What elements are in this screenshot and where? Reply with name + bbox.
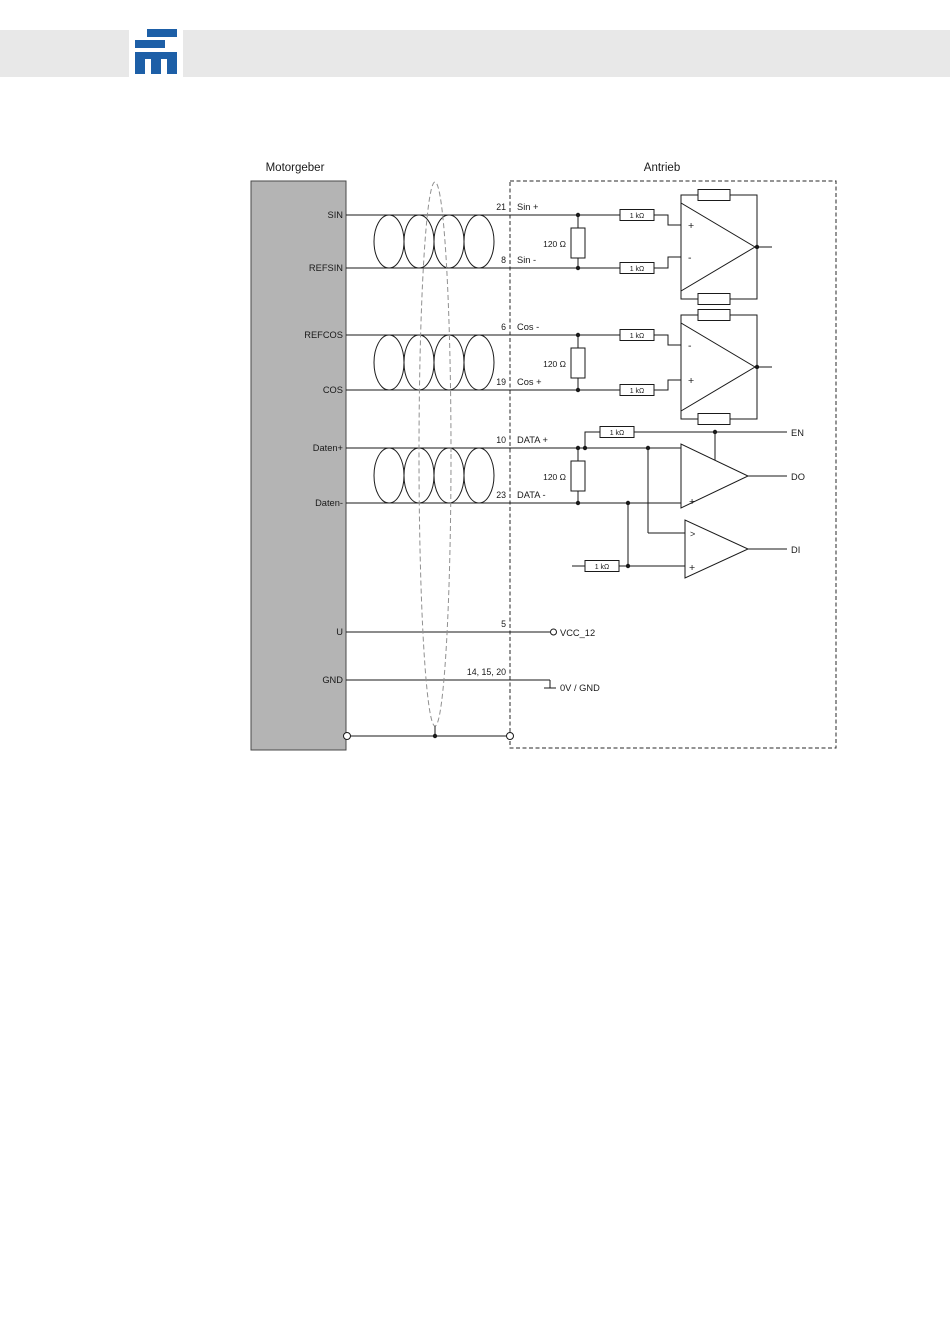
data-pair: 120 Ω 1 kΩ EN + DO 1 kΩ > + DI bbox=[313, 426, 805, 579]
bias-resistor-cos-plus bbox=[619, 384, 655, 396]
company-logo bbox=[135, 29, 177, 75]
data-out-label: DO bbox=[791, 472, 805, 482]
shield-terminal-left bbox=[343, 732, 351, 740]
cable-shield-ellipse bbox=[418, 181, 452, 727]
feedback-resistor bbox=[697, 189, 731, 201]
op-amp-sin-minus: - bbox=[688, 252, 692, 264]
pin-number-cos: 19 bbox=[496, 377, 506, 387]
bias-resistor-cos-minus bbox=[619, 329, 655, 341]
bias-resistor-sin-minus-label: 1 kΩ bbox=[630, 266, 645, 273]
op-amp-sin: + - bbox=[680, 189, 772, 305]
encoder-pin-supply: U bbox=[336, 627, 343, 637]
signal-label-sin: Sin + bbox=[517, 202, 538, 212]
op-amp-cos: - + bbox=[680, 309, 772, 425]
shield-terminal-right bbox=[506, 732, 514, 740]
junction-dots bbox=[432, 212, 760, 739]
bias-resistor-data-plus-label: 1 kΩ bbox=[610, 430, 625, 437]
drive-box bbox=[509, 180, 837, 749]
bias-resistor-data-plus bbox=[599, 426, 635, 438]
feedback-resistor bbox=[697, 413, 731, 425]
feedback-resistor bbox=[697, 309, 731, 321]
bias-resistor-data-minus-label: 1 kΩ bbox=[595, 564, 610, 571]
signal-label-refsin: Sin - bbox=[517, 255, 536, 265]
data-in-label: DI bbox=[791, 545, 800, 555]
bias-resistor-cos-minus-label: 1 kΩ bbox=[630, 333, 645, 340]
termination-resistor-sin bbox=[570, 227, 586, 259]
encoder-pin-data-plus: Daten+ bbox=[313, 443, 343, 453]
pin-number-data-plus: 10 bbox=[496, 435, 506, 445]
termination-resistor-data-label: 120 Ω bbox=[543, 472, 566, 482]
bias-resistor-data-minus bbox=[584, 560, 620, 572]
termination-resistor-cos-label: 120 Ω bbox=[543, 359, 566, 369]
enable-label: EN bbox=[791, 428, 804, 438]
line-driver-do: + bbox=[680, 443, 787, 509]
pin-number-ground: 14, 15, 20 bbox=[467, 667, 506, 677]
op-amp-cos-minus: - bbox=[688, 340, 692, 352]
signal-label-data-plus: DATA + bbox=[517, 435, 548, 445]
twisted-pair-data bbox=[373, 447, 495, 504]
pin-number-data-minus: 23 bbox=[496, 490, 506, 500]
vcc-label: VCC_12 bbox=[560, 628, 595, 638]
vcc-terminal-circle bbox=[550, 628, 557, 636]
supply-row: VCC_12 5 U bbox=[336, 619, 595, 638]
gnd-label: 0V / GND bbox=[560, 683, 600, 693]
signal-label-data-minus: DATA - bbox=[517, 490, 546, 500]
termination-resistor-cos bbox=[570, 347, 586, 379]
op-amp-sin-plus: + bbox=[688, 220, 694, 232]
feedback-resistor bbox=[697, 293, 731, 305]
twisted-pair-sin bbox=[373, 214, 495, 269]
termination-resistor-data bbox=[570, 460, 586, 492]
shield-row bbox=[343, 726, 514, 740]
receiver-plus: + bbox=[689, 562, 695, 574]
encoder-pin-cos: COS bbox=[323, 385, 343, 395]
encoder-box bbox=[250, 180, 347, 751]
op-amp-cos-plus: + bbox=[688, 375, 694, 387]
cos-pair: 120 Ω 1 kΩ 1 kΩ - + REFCOS 6 Cos - COS 1… bbox=[304, 309, 772, 425]
bias-resistor-cos-plus-label: 1 kΩ bbox=[630, 388, 645, 395]
encoder-pin-ground: GND bbox=[322, 675, 343, 685]
drive-title: Antrieb bbox=[644, 162, 680, 174]
encoder-pin-sin: SIN bbox=[328, 210, 344, 220]
encoder-pin-refcos: REFCOS bbox=[304, 330, 343, 340]
signal-label-cos: Cos + bbox=[517, 377, 542, 387]
signal-label-refcos: Cos - bbox=[517, 322, 539, 332]
sin-pair: 120 Ω 1 kΩ 1 kΩ + - SIN 21 Sin + REFSIN … bbox=[309, 189, 772, 305]
pin-number-sin: 21 bbox=[496, 202, 506, 212]
encoder-title: Motorgeber bbox=[266, 162, 325, 174]
driver-plus: + bbox=[689, 496, 695, 508]
bias-resistor-sin-plus bbox=[619, 209, 655, 221]
twisted-pair-cos bbox=[373, 334, 495, 391]
encoder-pin-data-minus: Daten- bbox=[315, 498, 343, 508]
pin-number-refcos: 6 bbox=[501, 322, 506, 332]
receiver-mark: > bbox=[690, 529, 695, 539]
pin-number-refsin: 8 bbox=[501, 255, 506, 265]
bias-resistor-sin-plus-label: 1 kΩ bbox=[630, 213, 645, 220]
bias-resistor-sin-minus bbox=[619, 262, 655, 274]
ground-row: 0V / GND 14, 15, 20 GND bbox=[322, 667, 600, 693]
termination-resistor-sin-label: 120 Ω bbox=[543, 239, 566, 249]
encoder-pin-refsin: REFSIN bbox=[309, 263, 343, 273]
line-receiver-di: > + bbox=[684, 519, 787, 579]
pin-number-supply: 5 bbox=[501, 619, 506, 629]
logo-icon bbox=[135, 29, 177, 74]
